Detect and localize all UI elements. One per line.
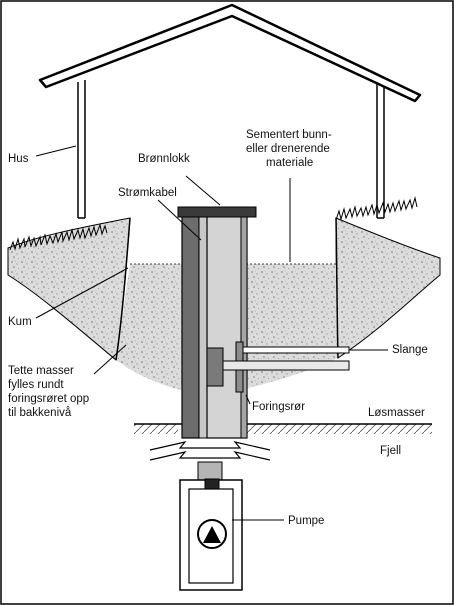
pit-wall-left [115,217,131,361]
leader-stromkabel [157,199,202,241]
label-bronnlokk: Brønnlokk [138,153,190,165]
pitless-adapter [206,341,350,393]
bedrock [134,423,432,434]
well-cap [177,206,257,218]
label-kum: Kum [8,316,32,328]
right-fill-mass [335,217,441,359]
house-roof [38,3,422,103]
house [38,3,422,219]
pump-symbol-triangle [203,526,221,543]
label-tette-line2: fylles rundt [8,379,64,391]
label-tette-line1: Tette masser [8,365,74,377]
well-casing [181,213,248,439]
break-line-bottom [149,451,271,461]
label-sementert-line2: eller drenerende [246,143,330,155]
bedrock-hatch-right [246,424,432,434]
label-sementert-line1: Sementert bunn- [246,129,332,141]
labels: Hus Brønnlokk Sementert bunn- eller dren… [8,129,428,527]
break-line-top [149,441,271,451]
label-fjell: Fjell [380,445,401,457]
pump-top-cap [204,478,220,490]
label-foringsror: Foringsrør [252,401,305,413]
casing-right-edge [240,213,248,439]
label-pumpe: Pumpe [288,515,324,527]
bedrock-hatch-left [134,424,178,434]
pit-wall-right [335,217,339,359]
leader-bronnlokk [185,175,221,206]
label-slange: Slange [392,344,428,356]
lower-pipe [197,461,223,481]
grass [9,196,418,251]
label-stromkabel: Strømkabel [118,187,177,199]
break-line [149,441,271,461]
label-tette-line3: foringsrøret opp [8,393,89,405]
adapter-block [206,347,224,387]
leader-lines [35,145,388,521]
adapter-pipe [222,360,350,371]
leader-kum [35,267,129,319]
label-sementert-line3: materiale [266,157,313,169]
casing-cable-channel [198,213,208,439]
leader-hus [35,145,77,157]
lower-well [179,461,243,591]
label-tette-line4: til bakkenivå [8,407,72,419]
leader-tette [93,344,127,375]
hose-pipe [242,346,350,354]
label-hus: Hus [8,153,29,165]
leader-foringsror [245,394,251,405]
casing-left-dark [181,213,200,439]
label-losmasser: Løsmasser [368,407,425,419]
